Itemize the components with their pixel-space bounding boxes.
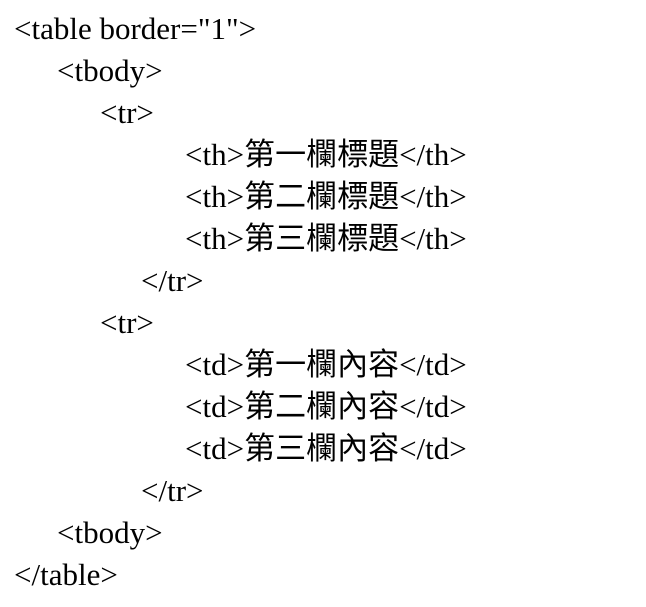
- code-line-th-3: <th>第三欄標題</th>: [185, 221, 467, 256]
- code-line-tr-close-1: </tr>: [141, 263, 204, 298]
- code-line-td-1: <td>第一欄內容</td>: [185, 347, 467, 382]
- code-line-th-2: <th>第二欄標題</th>: [185, 179, 467, 214]
- code-line-td-2: <td>第二欄內容</td>: [185, 389, 467, 424]
- code-line-tr-close-2: </tr>: [141, 473, 204, 508]
- code-line-table-open: <table border="1">: [14, 11, 257, 46]
- code-line-tr-open-1: <tr>: [100, 95, 154, 130]
- code-line-tbody-open: <tbody>: [57, 53, 163, 88]
- code-line-tbody-close: <tbody>: [57, 515, 163, 550]
- code-line-td-3: <td>第三欄內容</td>: [185, 431, 467, 466]
- code-line-th-1: <th>第一欄標題</th>: [185, 137, 467, 172]
- code-line-table-close: </table>: [14, 557, 118, 592]
- code-line-tr-open-2: <tr>: [100, 305, 154, 340]
